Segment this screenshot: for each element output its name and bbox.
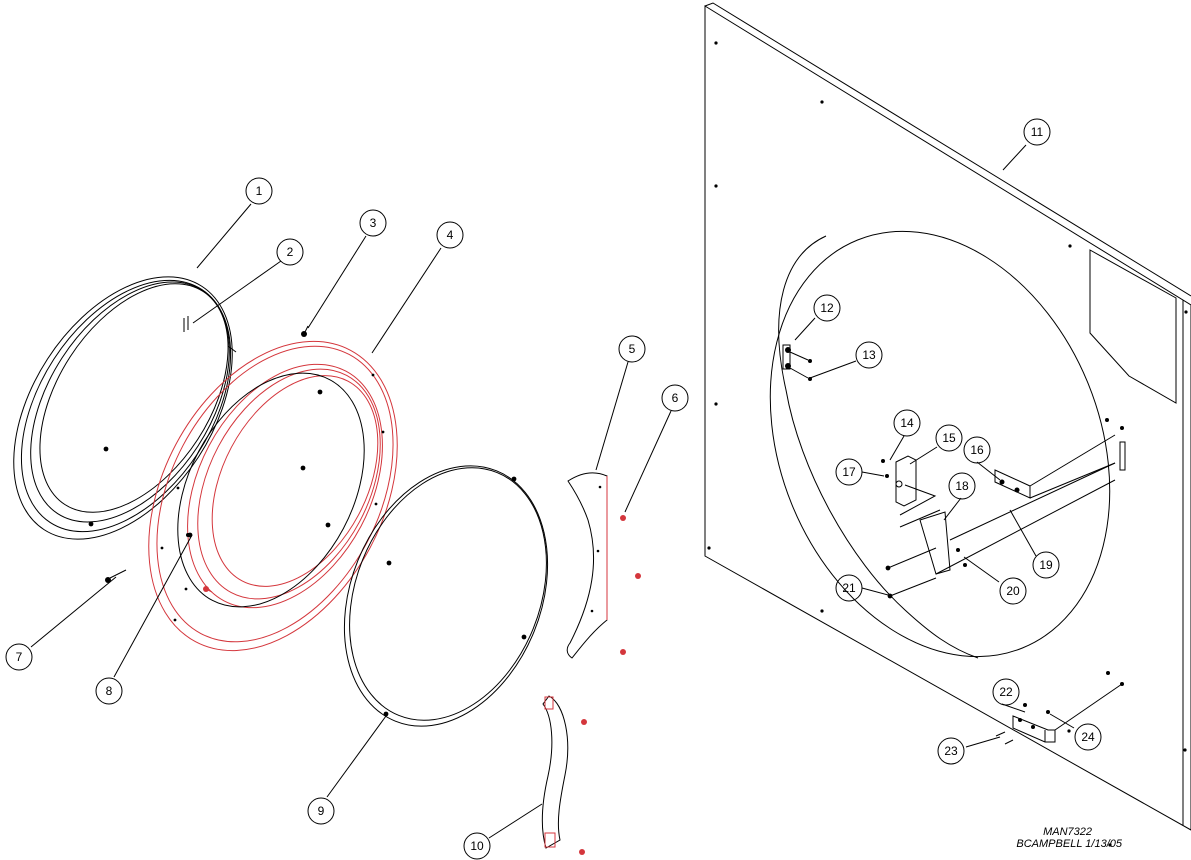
callout-label: 11 <box>1031 125 1044 139</box>
callout-label: 12 <box>820 301 834 315</box>
callout-label: 14 <box>900 416 914 430</box>
callout-label: 19 <box>1039 558 1053 572</box>
callout-10: 10 <box>463 832 491 860</box>
callout-21: 21 <box>835 574 863 602</box>
callout-label: 15 <box>942 431 956 445</box>
callouts: 1 2 3 4 5 6 7 8 9 10 11 12 13 14 15 16 1… <box>5 118 1102 860</box>
callout-24: 24 <box>1074 723 1102 751</box>
red-screws <box>579 515 641 855</box>
callout-label: 8 <box>106 684 113 698</box>
door-glass <box>343 465 549 727</box>
leader-lines <box>30 144 1075 839</box>
door-handle <box>541 695 569 849</box>
callout-label: 6 <box>672 391 679 405</box>
callout-label: 20 <box>1006 584 1020 598</box>
callout-label: 24 <box>1081 730 1095 744</box>
callout-18: 18 <box>948 472 976 500</box>
callout-16: 16 <box>963 436 991 464</box>
callout-label: 21 <box>842 581 856 595</box>
callout-label: 1 <box>256 184 263 198</box>
callout-label: 16 <box>970 443 984 457</box>
callout-8: 8 <box>95 677 123 705</box>
callout-20: 20 <box>999 577 1027 605</box>
callout-label: 9 <box>318 804 325 818</box>
callout-1: 1 <box>245 177 273 205</box>
small-hardware <box>105 533 190 583</box>
hinge-bracket <box>566 472 608 659</box>
callout-3: 3 <box>359 209 387 237</box>
callout-label: 5 <box>629 342 636 356</box>
callout-label: 18 <box>955 479 969 493</box>
callout-label: 17 <box>842 465 856 479</box>
callout-14: 14 <box>893 409 921 437</box>
callout-label: 10 <box>470 839 484 853</box>
callout-5: 5 <box>618 335 646 363</box>
callout-2: 2 <box>276 238 304 266</box>
callout-label: 23 <box>944 744 958 758</box>
door-frame-ring <box>148 325 398 652</box>
callout-4: 4 <box>436 221 464 249</box>
callout-label: 4 <box>447 228 454 242</box>
callout-12: 12 <box>813 294 841 322</box>
callout-label: 3 <box>370 216 377 230</box>
callout-11: 11 <box>1023 118 1051 146</box>
callout-22: 22 <box>992 678 1020 706</box>
callout-17: 17 <box>835 458 863 486</box>
document-number: MAN7322 <box>1043 826 1092 838</box>
callout-23: 23 <box>937 737 965 765</box>
callout-label: 22 <box>999 685 1013 699</box>
author-date: BCAMPBELL 1/13/05 <box>1016 838 1122 850</box>
callout-label: 13 <box>862 348 876 362</box>
door-gasket-ring <box>13 276 237 540</box>
callout-13: 13 <box>855 341 883 369</box>
callout-label: 7 <box>16 650 23 664</box>
callout-7: 7 <box>5 643 33 671</box>
callout-label: 2 <box>287 245 294 259</box>
callout-9: 9 <box>307 797 335 825</box>
callout-15: 15 <box>935 424 963 452</box>
callout-6: 6 <box>661 384 689 412</box>
callout-19: 19 <box>1032 551 1060 579</box>
